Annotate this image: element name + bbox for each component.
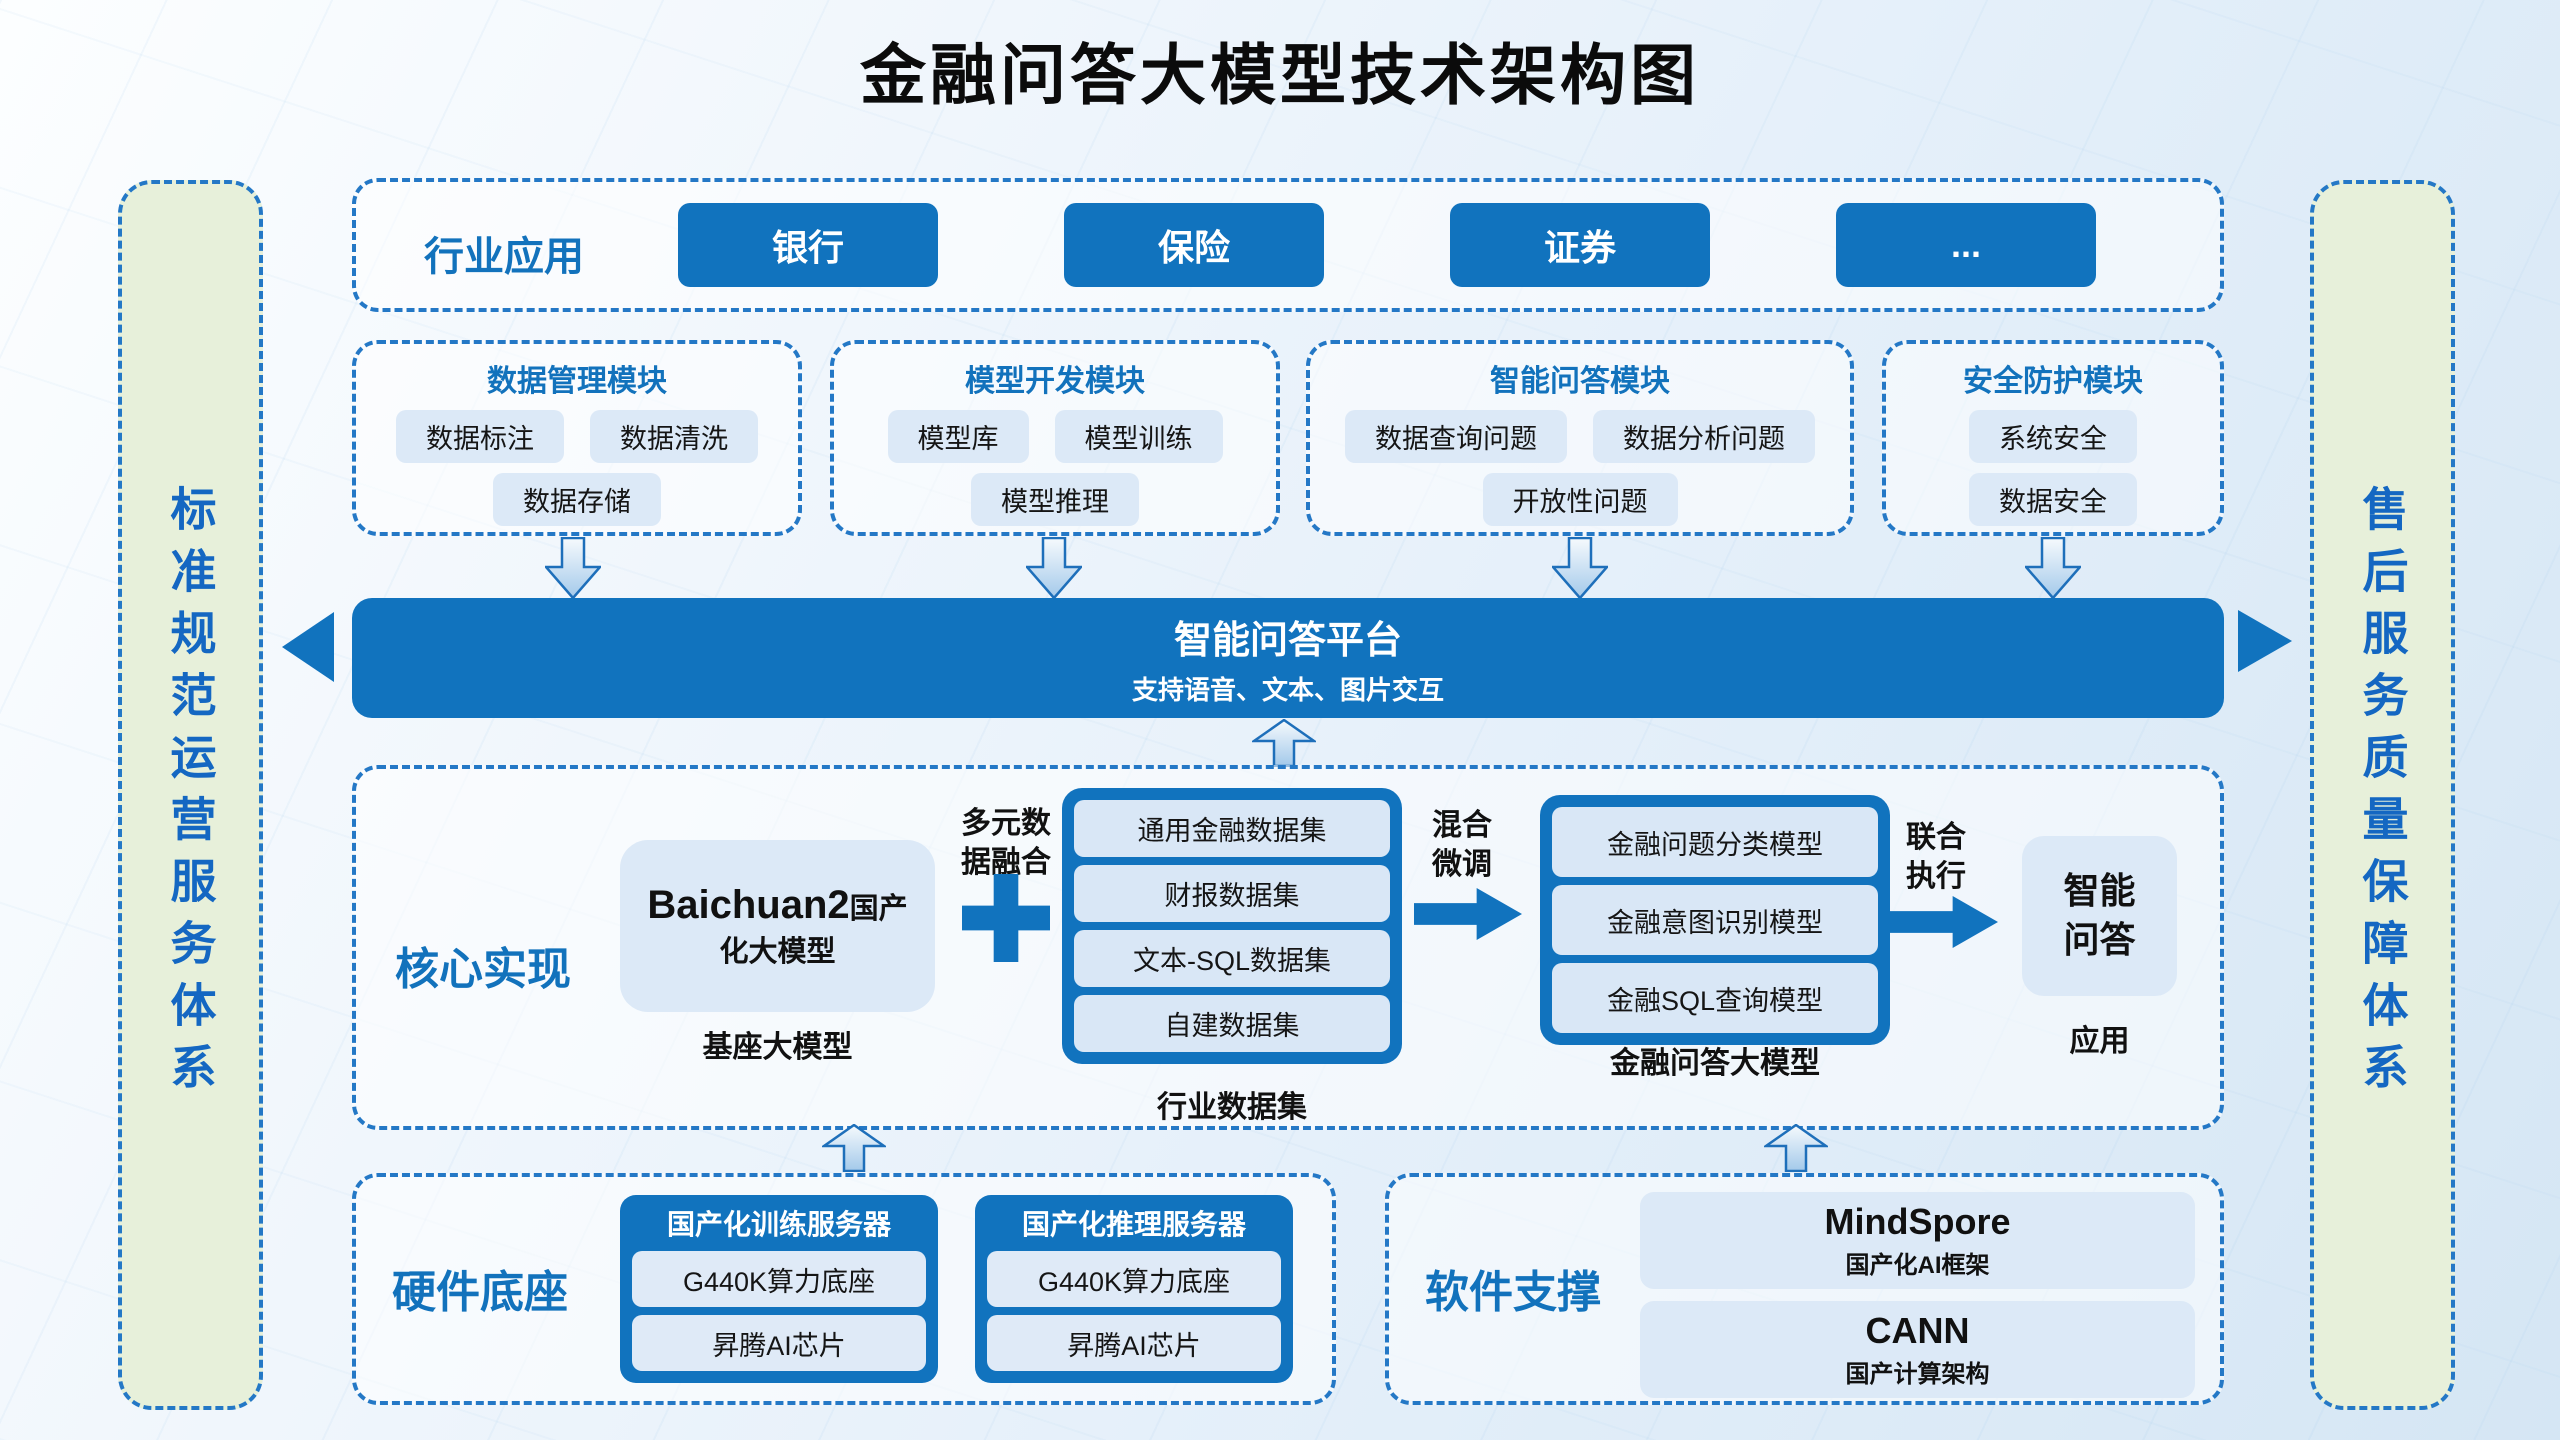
server-chip: 昇腾AI芯片 — [632, 1315, 926, 1371]
intelligent-qa-app-box: 智能问答 — [2022, 836, 2177, 996]
module-chip: 数据分析问题 — [1593, 410, 1815, 463]
module-chip: 模型推理 — [971, 473, 1139, 526]
industry-button-securities: 证券 — [1450, 203, 1710, 287]
platform-subtitle: 支持语音、文本、图片交互 — [1131, 675, 1444, 705]
module-chip: 系统安全 — [1969, 410, 2137, 463]
module-title: 安全防护模块 — [1963, 365, 2143, 398]
qa-platform-bar: 智能问答平台 支持语音、文本、图片交互 — [352, 598, 2224, 718]
mindspore-chip: MindSpore 国产化AI框架 — [1640, 1192, 2195, 1289]
down-arrow-icon — [545, 537, 601, 599]
module-chip: 模型训练 — [1054, 410, 1223, 463]
dataset-chip: 财报数据集 — [1074, 865, 1390, 922]
inference-server-stack: 国产化推理服务器 G440K算力底座 昇腾AI芯片 — [975, 1195, 1293, 1383]
application-caption: 应用 — [2069, 1025, 2130, 1058]
module-chip: 数据查询问题 — [1345, 410, 1567, 463]
module-chip: 数据清洗 — [590, 410, 758, 463]
server-chip: G440K算力底座 — [632, 1251, 926, 1307]
module-chip: 数据标注 — [396, 410, 564, 463]
server-chip: G440K算力底座 — [987, 1251, 1281, 1307]
core-implementation-label: 核心实现 — [395, 945, 571, 994]
software-support-label: 软件支撑 — [1425, 1268, 1601, 1317]
software-subtitle: 国产计算架构 — [1845, 1361, 1990, 1388]
module-chip: 开放性问题 — [1482, 473, 1678, 526]
cann-chip: CANN 国产计算架构 — [1640, 1301, 2195, 1398]
up-arrow-icon — [822, 1124, 886, 1172]
industry-button-bank: 银行 — [678, 203, 938, 287]
module-title: 智能问答模块 — [1490, 365, 1670, 398]
module-title: 数据管理模块 — [487, 365, 667, 398]
industry-applications-label: 行业应用 — [424, 235, 584, 279]
data-management-module: 数据管理模块 数据标注 数据清洗 数据存储 — [352, 340, 802, 536]
dataset-chip: 文本-SQL数据集 — [1074, 930, 1390, 987]
right-rail-panel: 售后服务质量保障体系 — [2310, 180, 2455, 1410]
server-chip: 昇腾AI芯片 — [987, 1315, 1281, 1371]
model-chip: 金融意图识别模型 — [1552, 885, 1878, 955]
down-arrow-icon — [2025, 537, 2081, 599]
dataset-chip: 通用金融数据集 — [1074, 800, 1390, 857]
intelligent-qa-module: 智能问答模块 数据查询问题 数据分析问题 开放性问题 — [1306, 340, 1854, 536]
finance-qa-models-caption: 金融问答大模型 — [1610, 1047, 1820, 1080]
module-chip: 数据存储 — [493, 473, 661, 526]
data-fusion-label: 多元数据融合 — [961, 807, 1051, 879]
training-server-stack: 国产化训练服务器 G440K算力底座 昇腾AI芯片 — [620, 1195, 938, 1383]
platform-title: 智能问答平台 — [1173, 620, 1402, 662]
down-arrow-icon — [1026, 537, 1082, 599]
model-development-module: 模型开发模块 模型库 模型训练 模型推理 — [830, 340, 1280, 536]
right-rail-label: 售后服务质量保障体系 — [2356, 485, 2409, 1105]
left-rail-label: 标准规范运营服务体系 — [164, 485, 217, 1105]
triangle-right-icon — [2238, 610, 2292, 672]
base-model-caption: 基座大模型 — [702, 1031, 853, 1064]
page-title: 金融问答大模型技术架构图 — [860, 38, 1700, 112]
down-arrow-icon — [1552, 537, 1608, 599]
software-title: CANN — [1865, 1310, 1970, 1351]
dataset-chip: 自建数据集 — [1074, 995, 1390, 1052]
model-chip: 金融问题分类模型 — [1552, 807, 1878, 877]
module-chip: 模型库 — [887, 410, 1029, 463]
up-arrow-icon — [1252, 719, 1316, 767]
mixed-finetune-label: 混合微调 — [1432, 809, 1492, 881]
model-chip: 金融SQL查询模型 — [1552, 963, 1878, 1033]
left-rail-panel: 标准规范运营服务体系 — [118, 180, 263, 1410]
industry-datasets-caption: 行业数据集 — [1157, 1091, 1307, 1124]
industry-button-more: ... — [1836, 203, 2096, 287]
security-protection-module: 安全防护模块 系统安全 数据安全 — [1882, 340, 2224, 536]
industry-datasets-stack: 通用金融数据集 财报数据集 文本-SQL数据集 自建数据集 — [1062, 788, 1402, 1064]
module-title: 模型开发模块 — [965, 365, 1145, 398]
triangle-left-icon — [282, 612, 334, 682]
up-arrow-icon — [1764, 1124, 1828, 1172]
base-model-box: Baichuan2国产 化大模型 — [620, 840, 935, 1012]
industry-button-insurance: 保险 — [1064, 203, 1324, 287]
server-title: 国产化训练服务器 — [666, 1209, 891, 1240]
module-chip: 数据安全 — [1969, 473, 2137, 526]
base-model-text: Baichuan2国产 化大模型 — [647, 882, 908, 968]
intelligent-qa-app-text: 智能问答 — [2063, 870, 2136, 960]
finance-qa-models-stack: 金融问题分类模型 金融意图识别模型 金融SQL查询模型 — [1540, 795, 1890, 1045]
joint-execution-label: 联合执行 — [1906, 821, 1966, 893]
software-title: MindSpore — [1824, 1201, 2011, 1242]
software-subtitle: 国产化AI框架 — [1845, 1252, 1990, 1279]
hardware-base-label: 硬件底座 — [392, 1268, 568, 1317]
server-title: 国产化推理服务器 — [1021, 1209, 1246, 1240]
